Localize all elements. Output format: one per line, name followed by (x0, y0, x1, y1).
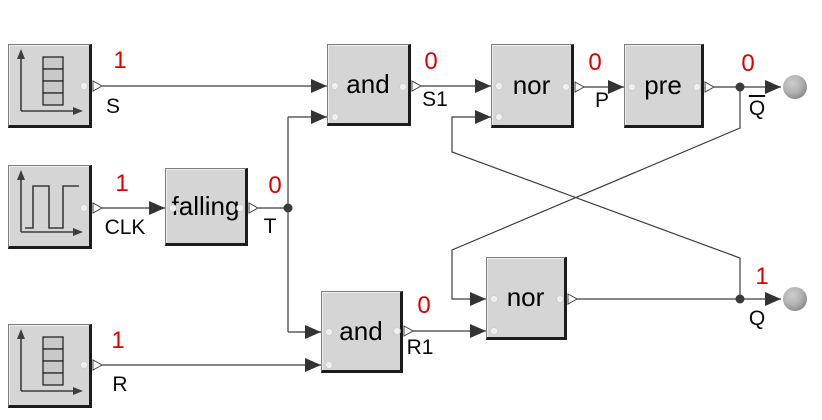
junction-qbar (735, 82, 745, 92)
signal-value-qbar: 0 (741, 50, 755, 77)
clock-waveform-icon (17, 170, 83, 236)
falling-edge-block[interactable]: falling (165, 168, 248, 246)
signal-label-r: R (112, 373, 128, 396)
signal-value-clk: 1 (115, 170, 129, 197)
signal-label-p: P (594, 89, 610, 112)
junction-q (735, 294, 745, 304)
signal-label-s: S (105, 95, 121, 118)
signal-value-t: 0 (268, 172, 282, 199)
signal-value-r: 1 (111, 327, 125, 354)
pre-block-label: pre (644, 69, 682, 100)
probe-sphere-qbar[interactable] (783, 75, 807, 99)
signal-label-r1: R1 (406, 336, 434, 359)
nor-gate-label: nor (512, 69, 551, 100)
nor-gate-bottom[interactable]: nor (486, 257, 567, 340)
and-gate-label: and (339, 315, 383, 346)
signal-value-r1: 0 (417, 292, 431, 319)
junction-t (283, 203, 293, 213)
sequence-source-icon (17, 49, 83, 115)
nor-gate-label: nor (506, 282, 545, 312)
and-gate-top[interactable]: and (327, 44, 411, 126)
probe-sphere-q[interactable] (783, 287, 807, 311)
source-block-r[interactable] (8, 324, 92, 408)
sequence-source-icon (17, 329, 83, 395)
signal-value-p: 0 (588, 49, 602, 76)
signal-label-t: T (263, 215, 277, 238)
source-block-clk[interactable] (8, 165, 92, 249)
output-port-triangles (92, 80, 716, 371)
and-gate-bottom[interactable]: and (321, 291, 403, 373)
and-gate-label: and (346, 68, 390, 99)
wire-t[interactable] (258, 116, 327, 333)
source-block-s[interactable] (8, 44, 92, 128)
signal-value-q: 1 (755, 263, 769, 290)
falling-block-label: falling (171, 190, 240, 221)
signal-label-clk: CLK (104, 216, 146, 239)
signal-label-s1: S1 (422, 88, 448, 111)
port-dots (80, 82, 701, 369)
signal-value-s: 1 (113, 47, 127, 74)
signal-value-s1: 0 (424, 48, 438, 75)
nor-gate-top[interactable]: nor (491, 44, 574, 128)
signal-label-q: Q (748, 307, 766, 330)
wire-q[interactable] (451, 116, 781, 304)
pre-block[interactable]: pre (624, 44, 704, 128)
input-arrowheads (149, 79, 781, 372)
signal-label-qbar: Q (748, 97, 766, 120)
